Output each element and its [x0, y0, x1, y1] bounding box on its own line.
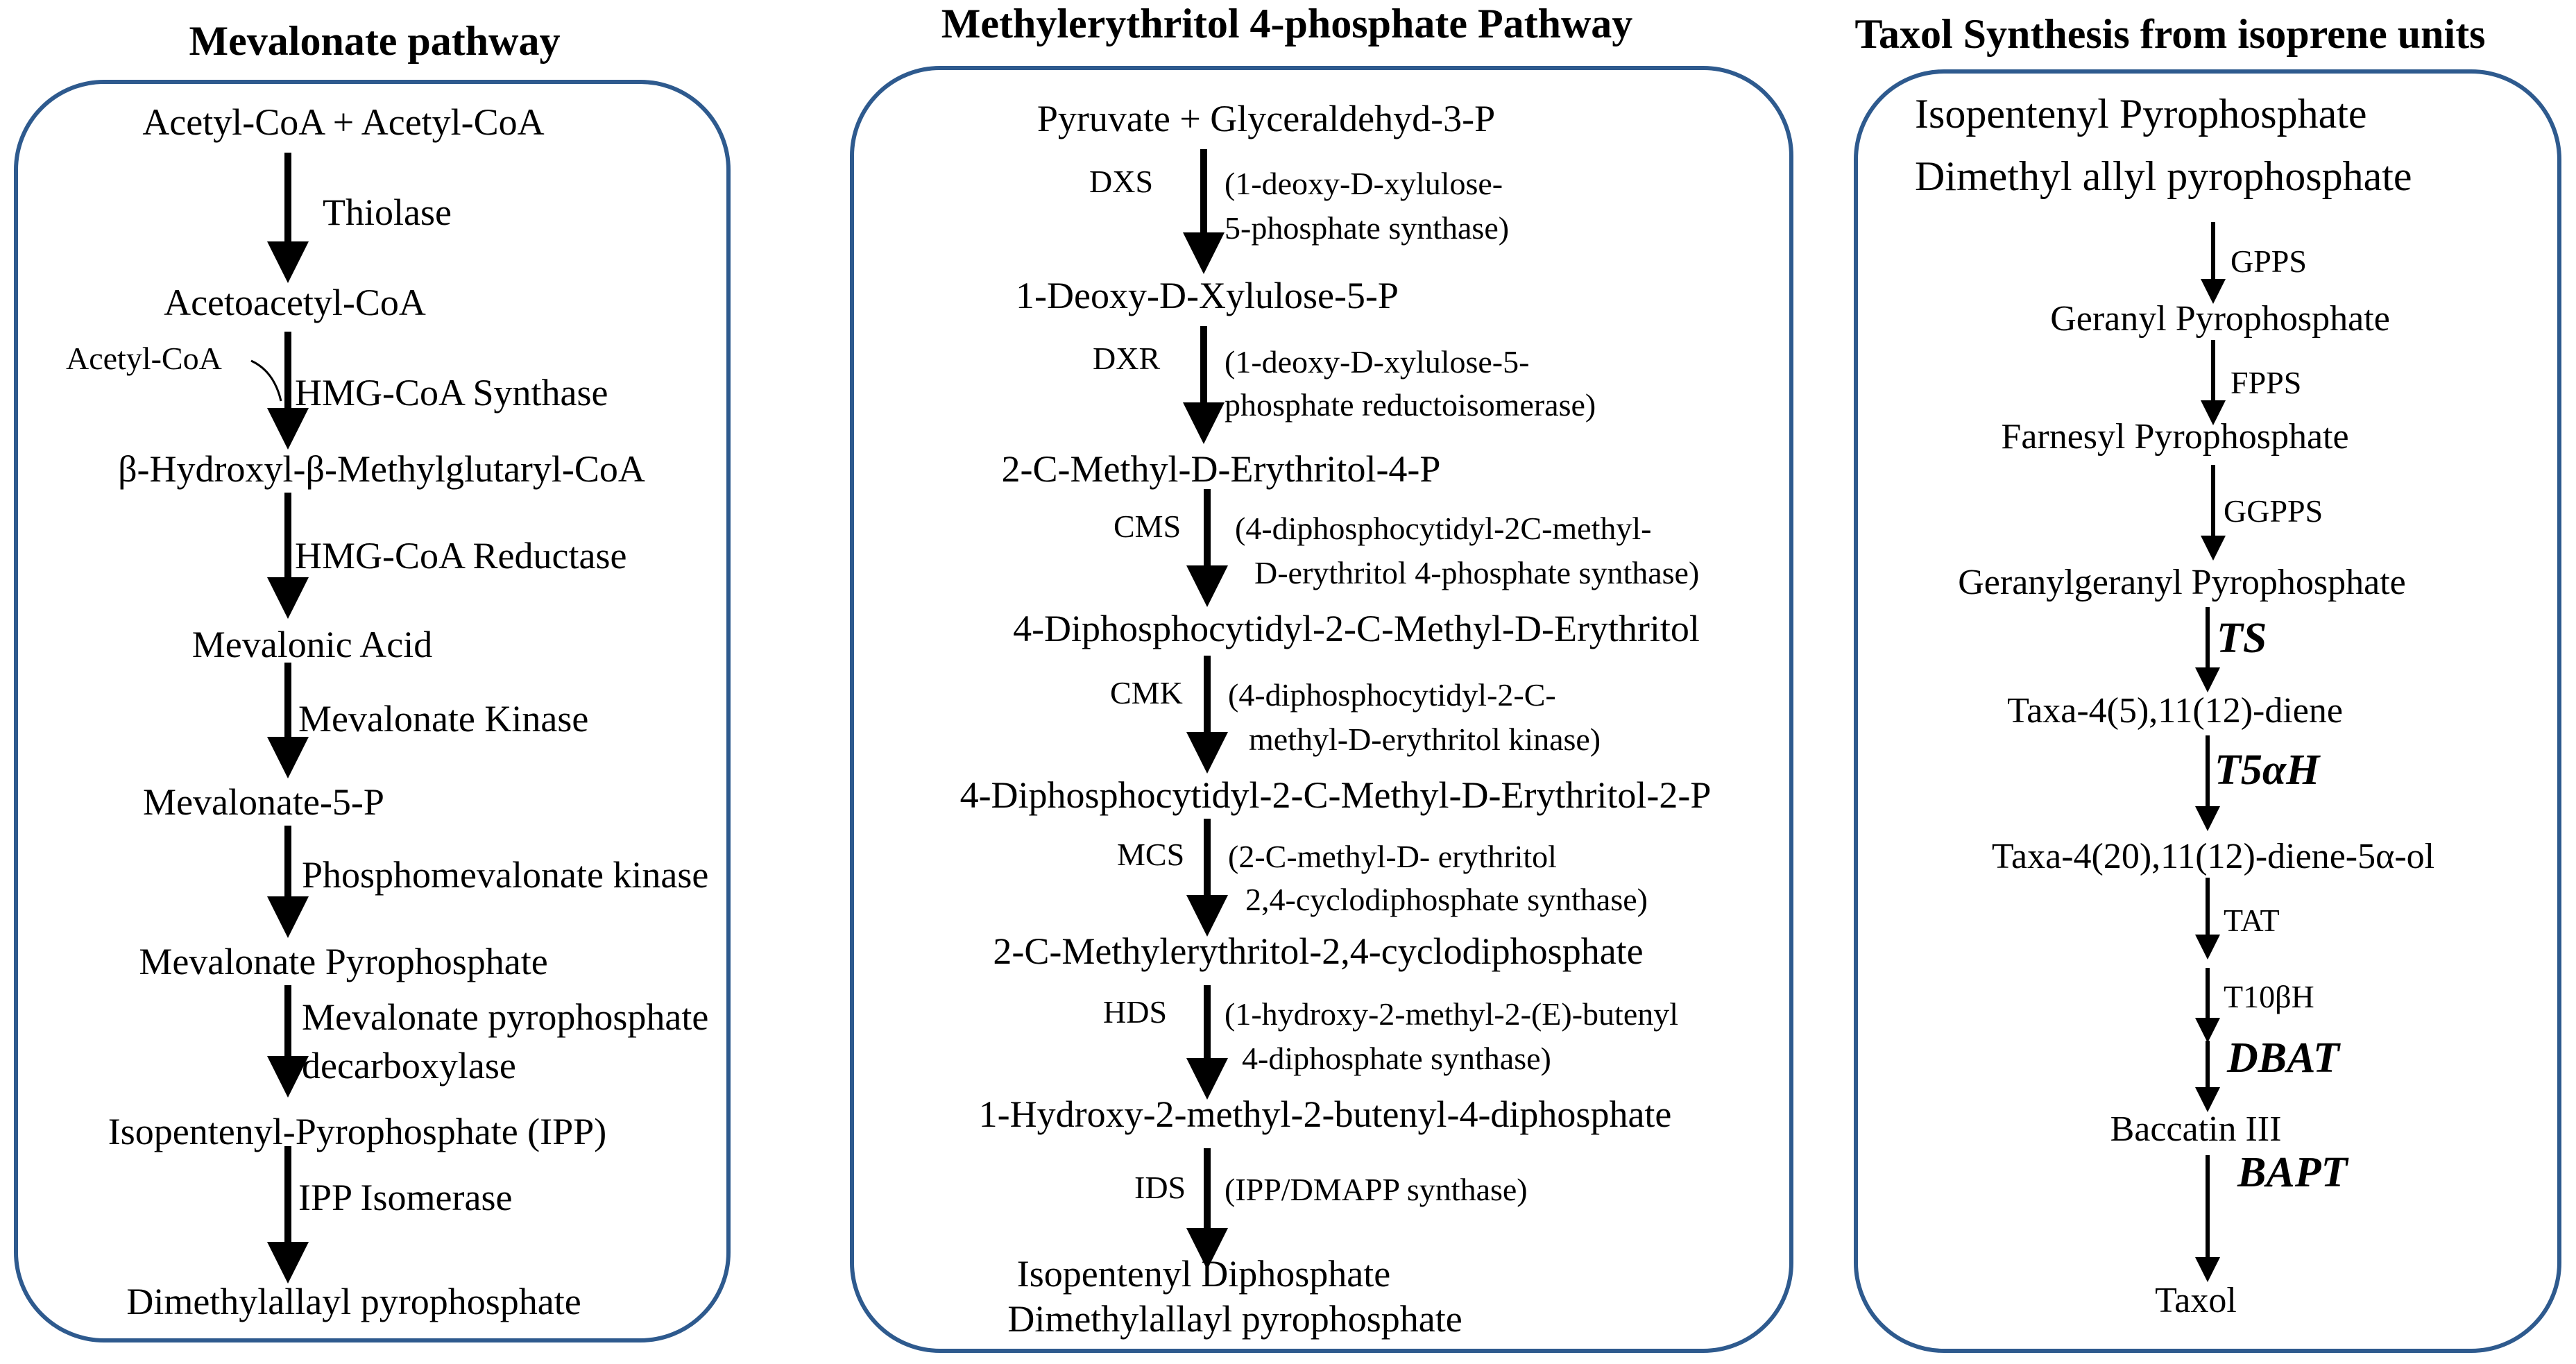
taxol-enzyme-bapt: BAPT	[2237, 1149, 2348, 1196]
mev-metabolite-4: Mevalonic Acid	[191, 624, 433, 665]
taxol-metabolite-dmapp: Dimethyl allyl pyrophosphate	[1915, 153, 2412, 199]
taxol-enzyme-tat: TAT	[2224, 903, 2280, 938]
taxol-enzyme-dbat: DBAT	[2227, 1034, 2339, 1082]
mep-step-2-abbr: DXR	[1093, 341, 1161, 376]
panel-mep	[850, 66, 1793, 1353]
mev-enzyme-hmg-synthase: HMG-CoA Synthase	[295, 372, 608, 414]
mep-step-1-abbr: DXS	[1089, 164, 1154, 199]
mev-metabolite-6: Mevalonate Pyrophosphate	[139, 941, 548, 982]
mep-step-3-abbr: CMS	[1114, 509, 1182, 544]
mep-metabolite-2: 1-Deoxy-D-Xylulose-5-P	[1016, 275, 1399, 316]
mep-step-3-name-2: D-erythritol 4-phosphate synthase)	[1254, 555, 1700, 590]
mep-metabolite-5: 4-Diphosphocytidyl-2-C-Methyl-D-Erythrit…	[959, 774, 1712, 816]
mep-step-5-name-1: (2-C-methyl-D- erythritol	[1228, 839, 1557, 874]
mep-step-5-name-2: 2,4-cyclodiphosphate synthase)	[1245, 882, 1648, 917]
mep-metabolite-4: 4-Diphosphocytidyl-2-C-Methyl-D-Erythrit…	[1013, 608, 1700, 649]
taxol-metabolite-taxadiene: Taxa-4(5),11(12)-diene	[2007, 691, 2343, 731]
mep-step-4-name-1: (4-diphosphocytidyl-2-C-	[1228, 677, 1556, 713]
mep-metabolite-8: Isopentenyl Diphosphate	[1016, 1253, 1391, 1295]
taxol-enzyme-fpps: FPPS	[2230, 365, 2302, 400]
panel-mevalonate	[14, 80, 731, 1342]
mep-metabolite-9: Dimethylallayl pyrophosphate	[1007, 1298, 1462, 1340]
title-mevalonate: Mevalonate pathway	[189, 18, 561, 64]
taxol-enzyme-ggpps: GGPPS	[2224, 493, 2323, 529]
taxol-metabolite-taxol: Taxol	[2155, 1281, 2237, 1320]
taxol-metabolite-ggpp: Geranylgeranyl Pyrophosphate	[1958, 563, 2406, 602]
mev-enzyme-thiolase: Thiolase	[323, 191, 452, 233]
taxol-enzyme-t5ah: T5αH	[2215, 747, 2320, 794]
mep-step-3-name-1: (4-diphosphocytidyl-2C-methyl-	[1235, 511, 1652, 546]
mep-metabolite-7: 1-Hydroxy-2-methyl-2-butenyl-4-diphospha…	[978, 1093, 1672, 1135]
mep-step-6-name-2: 4-diphosphate synthase)	[1242, 1041, 1551, 1076]
mev-metabolite-7: Isopentenyl-Pyrophosphate (IPP)	[108, 1111, 607, 1152]
mev-enzyme-hmg-reductase: HMG-CoA Reductase	[295, 535, 627, 577]
mep-step-2-name-1: (1-deoxy-D-xylulose-5-	[1225, 344, 1530, 380]
mev-enzyme-phosphomevalonate-kinase: Phosphomevalonate kinase	[302, 854, 709, 896]
taxol-metabolite-gpp: Geranyl Pyrophosphate	[2050, 299, 2390, 339]
title-taxol: Taxol Synthesis from isoprene units	[1854, 11, 2486, 57]
taxol-metabolite-fpp: Farnesyl Pyrophosphate	[2001, 417, 2349, 457]
mep-metabolite-6: 2-C-Methylerythritol-2,4-cyclodiphosphat…	[993, 930, 1644, 972]
taxol-enzyme-ts: TS	[2217, 615, 2267, 662]
mep-step-1-name-1: (1-deoxy-D-xylulose-	[1225, 166, 1503, 201]
mep-metabolite-1: Pyruvate + Glyceraldehyd-3-P	[1037, 98, 1496, 139]
mev-metabolite-2: Acetoacetyl-CoA	[164, 282, 426, 323]
mep-step-4-abbr: CMK	[1110, 675, 1183, 710]
taxol-metabolite-taxadienol: Taxa-4(20),11(12)-diene-5α-ol	[1991, 837, 2435, 876]
taxol-metabolite-ipp: Isopentenyl Pyrophosphate	[1915, 91, 2367, 137]
mev-cosubstrate: Acetyl-CoA	[66, 341, 222, 376]
mev-enzyme-mpd-line2: decarboxylase	[302, 1045, 516, 1086]
mev-metabolite-3: β-Hydroxyl-β-Methylglutaryl-CoA	[118, 448, 645, 490]
mep-step-2-name-2: phosphate reductoisomerase)	[1225, 387, 1596, 423]
mev-metabolite-5: Mevalonate-5-P	[143, 781, 384, 823]
mep-metabolite-3: 2-C-Methyl-D-Erythritol-4-P	[1001, 448, 1441, 490]
mep-step-5-abbr: MCS	[1117, 837, 1185, 872]
mep-step-6-name-1: (1-hydroxy-2-methyl-2-(E)-butenyl	[1225, 996, 1679, 1032]
title-mep: Methylerythritol 4-phosphate Pathway	[941, 1, 1633, 46]
taxol-metabolite-baccatin: Baccatin III	[2110, 1109, 2282, 1149]
mep-step-7-abbr: IDS	[1134, 1170, 1186, 1205]
mev-enzyme-ipp-isomerase: IPP Isomerase	[298, 1177, 513, 1218]
taxol-enzyme-gpps: GPPS	[2230, 244, 2307, 279]
mep-step-6-abbr: HDS	[1103, 994, 1168, 1030]
mev-enzyme-mevalonate-kinase: Mevalonate Kinase	[298, 698, 589, 740]
mev-enzyme-mpd-line1: Mevalonate pyrophosphate	[302, 996, 709, 1038]
mev-metabolite-8: Dimethylallayl pyrophosphate	[126, 1281, 581, 1322]
mev-metabolite-1: Acetyl-CoA + Acetyl-CoA	[142, 101, 545, 143]
mep-step-4-name-2: methyl-D-erythritol kinase)	[1249, 722, 1601, 757]
mep-step-1-name-2: 5-phosphate synthase)	[1225, 210, 1510, 246]
taxol-enzyme-t10bh: T10βH	[2224, 979, 2314, 1014]
mep-step-7-name-1: (IPP/DMAPP synthase)	[1225, 1172, 1528, 1207]
